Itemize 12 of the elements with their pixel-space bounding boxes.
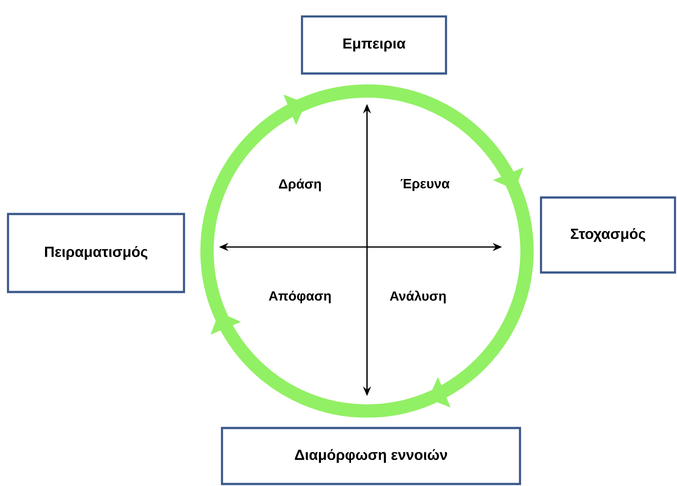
quadrant-label: Ανάλυση <box>388 289 448 305</box>
quadrant-label: Έρευνα <box>399 178 451 192</box>
quadrant-label: Απόφαση <box>267 289 333 305</box>
quadrant-label: Δράση <box>277 177 323 193</box>
stage-box: Διαμόρφωση εννοιών <box>220 426 522 486</box>
stage-box: Εμπειρια <box>300 15 448 75</box>
cycle-arrow <box>366 84 534 252</box>
cycle-arrow <box>366 250 534 418</box>
cycle-arrow <box>200 84 368 252</box>
stage-box: Πειραματισμός <box>6 212 186 294</box>
stage-box: Στοχασμός <box>540 196 676 274</box>
cycle-arrow <box>200 250 368 418</box>
